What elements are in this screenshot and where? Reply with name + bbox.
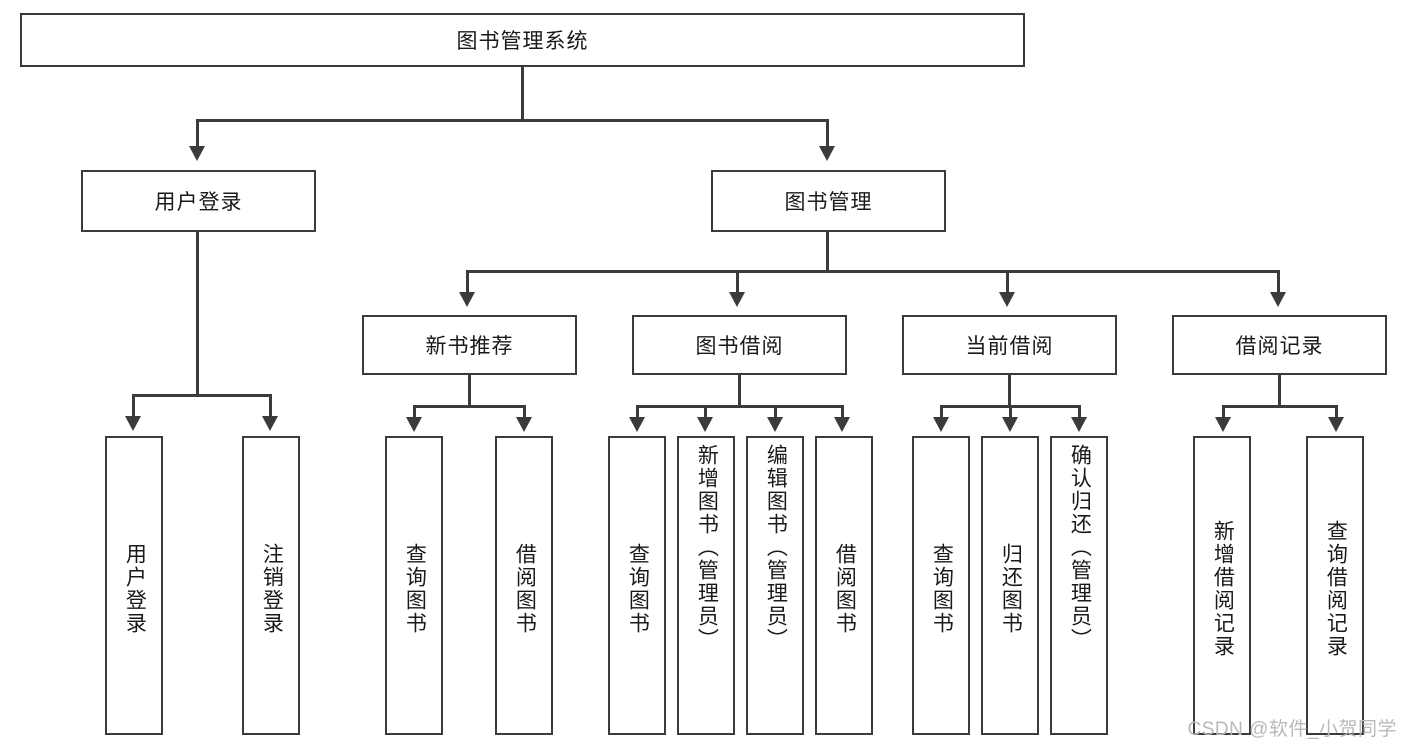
connector-user-login-stem (196, 232, 199, 396)
connector-root-stem (521, 67, 524, 121)
node-label: 图书管理 (784, 191, 873, 214)
connector-bus-to-new-book (466, 270, 469, 294)
leaf-confirm-return-admin[interactable]: 确认归还（管理员） (1050, 436, 1108, 735)
arrowhead-leaf-query-record (1328, 417, 1344, 432)
arrowhead-leaf-add-book (697, 417, 713, 432)
node-new-book-recommend[interactable]: 新书推荐 (362, 315, 577, 375)
arrowhead-current-borrow (999, 292, 1015, 307)
leaf-label: 查询图书 (626, 542, 650, 635)
leaf-logout[interactable]: 注销登录 (242, 436, 300, 735)
connector-root-to-book-manage (826, 119, 829, 149)
node-root-system[interactable]: 图书管理系统 (20, 13, 1025, 67)
arrowhead-leaf-logout (262, 416, 278, 431)
node-current-borrow[interactable]: 当前借阅 (902, 315, 1117, 375)
connector-new-book-leaf-1 (413, 405, 416, 419)
node-user-login[interactable]: 用户登录 (81, 170, 316, 232)
connector-user-login-bus (132, 394, 270, 397)
watermark: CSDN @软件_小贺同学 (1187, 719, 1397, 740)
connector-borrow-record-leaf-2 (1335, 405, 1338, 419)
arrowhead-book-borrow (729, 292, 745, 307)
arrowhead-leaf-edit-book (767, 417, 783, 432)
leaf-return-book[interactable]: 归还图书 (981, 436, 1039, 735)
leaf-label: 查询图书 (403, 542, 427, 635)
arrowhead-leaf-return-book (1002, 417, 1018, 432)
leaf-label: 新增图书（管理员） (695, 444, 719, 651)
arrowhead-leaf-borrow-book-2 (834, 417, 850, 432)
connector-current-borrow-leaf-3 (1078, 405, 1081, 419)
connector-new-book-bus (413, 405, 526, 408)
connector-root-bus (196, 119, 828, 122)
node-label: 用户登录 (154, 191, 243, 214)
leaf-label: 编辑图书（管理员） (764, 444, 788, 651)
leaf-label: 查询借阅记录 (1324, 519, 1348, 658)
connector-user-login-leaf-1 (132, 394, 135, 418)
leaf-label: 归还图书 (999, 542, 1023, 635)
connector-book-borrow-leaf-1 (636, 405, 639, 419)
connector-book-borrow-stem (738, 375, 741, 407)
leaf-label: 确认归还（管理员） (1068, 444, 1092, 651)
connector-book-borrow-bus (636, 405, 843, 408)
connector-borrow-record-bus (1222, 405, 1338, 408)
leaf-query-book-current[interactable]: 查询图书 (912, 436, 970, 735)
arrowhead-new-book-recommend (459, 292, 475, 307)
leaf-label: 借阅图书 (513, 542, 537, 635)
arrowhead-leaf-query-book-1 (406, 417, 422, 432)
connector-book-manage-stem (826, 232, 829, 272)
node-book-management[interactable]: 图书管理 (711, 170, 946, 232)
node-book-borrow[interactable]: 图书借阅 (632, 315, 847, 375)
arrowhead-borrow-record (1270, 292, 1286, 307)
connector-new-book-stem (468, 375, 471, 407)
leaf-label: 注销登录 (260, 542, 284, 635)
arrowhead-leaf-add-record (1215, 417, 1231, 432)
leaf-borrow-book-recommend[interactable]: 借阅图书 (495, 436, 553, 735)
node-label: 借阅记录 (1235, 335, 1324, 358)
leaf-query-borrow-record[interactable]: 查询借阅记录 (1306, 436, 1364, 735)
arrowhead-leaf-user-login (125, 416, 141, 431)
leaf-label: 查询图书 (930, 542, 954, 635)
connector-user-login-leaf-2 (269, 394, 272, 418)
connector-current-borrow-leaf-1 (940, 405, 943, 419)
connector-bus-to-book-borrow (736, 270, 739, 294)
leaf-label: 用户登录 (123, 542, 147, 635)
connector-new-book-leaf-2 (523, 405, 526, 419)
leaf-user-login[interactable]: 用户登录 (105, 436, 163, 735)
connector-book-borrow-leaf-4 (841, 405, 844, 419)
leaf-edit-book-admin[interactable]: 编辑图书（管理员） (746, 436, 804, 735)
leaf-query-book-borrow[interactable]: 查询图书 (608, 436, 666, 735)
node-label: 图书管理系统 (456, 30, 589, 53)
connector-level3-bus (466, 270, 1280, 273)
leaf-add-book-admin[interactable]: 新增图书（管理员） (677, 436, 735, 735)
leaf-label: 借阅图书 (833, 542, 857, 635)
connector-current-borrow-leaf-2 (1009, 405, 1012, 419)
node-label: 新书推荐 (425, 335, 514, 358)
arrowhead-book-manage (819, 146, 835, 161)
node-label: 图书借阅 (695, 335, 784, 358)
leaf-query-book-recommend[interactable]: 查询图书 (385, 436, 443, 735)
arrowhead-leaf-query-book-3 (933, 417, 949, 432)
node-borrow-record[interactable]: 借阅记录 (1172, 315, 1387, 375)
connector-bus-to-current-borrow (1006, 270, 1009, 294)
arrowhead-leaf-query-book-2 (629, 417, 645, 432)
connector-borrow-record-stem (1278, 375, 1281, 407)
arrowhead-user-login (189, 146, 205, 161)
connector-borrow-record-leaf-1 (1222, 405, 1225, 419)
connector-book-borrow-leaf-2 (704, 405, 707, 419)
node-label: 当前借阅 (965, 335, 1054, 358)
leaf-add-borrow-record[interactable]: 新增借阅记录 (1193, 436, 1251, 735)
connector-current-borrow-stem (1008, 375, 1011, 407)
arrowhead-leaf-borrow-book-1 (516, 417, 532, 432)
connector-root-to-user-login (196, 119, 199, 149)
connector-bus-to-borrow-record (1277, 270, 1280, 294)
arrowhead-leaf-confirm-return (1071, 417, 1087, 432)
leaf-label: 新增借阅记录 (1211, 519, 1235, 658)
connector-book-borrow-leaf-3 (774, 405, 777, 419)
leaf-borrow-book-borrow[interactable]: 借阅图书 (815, 436, 873, 735)
